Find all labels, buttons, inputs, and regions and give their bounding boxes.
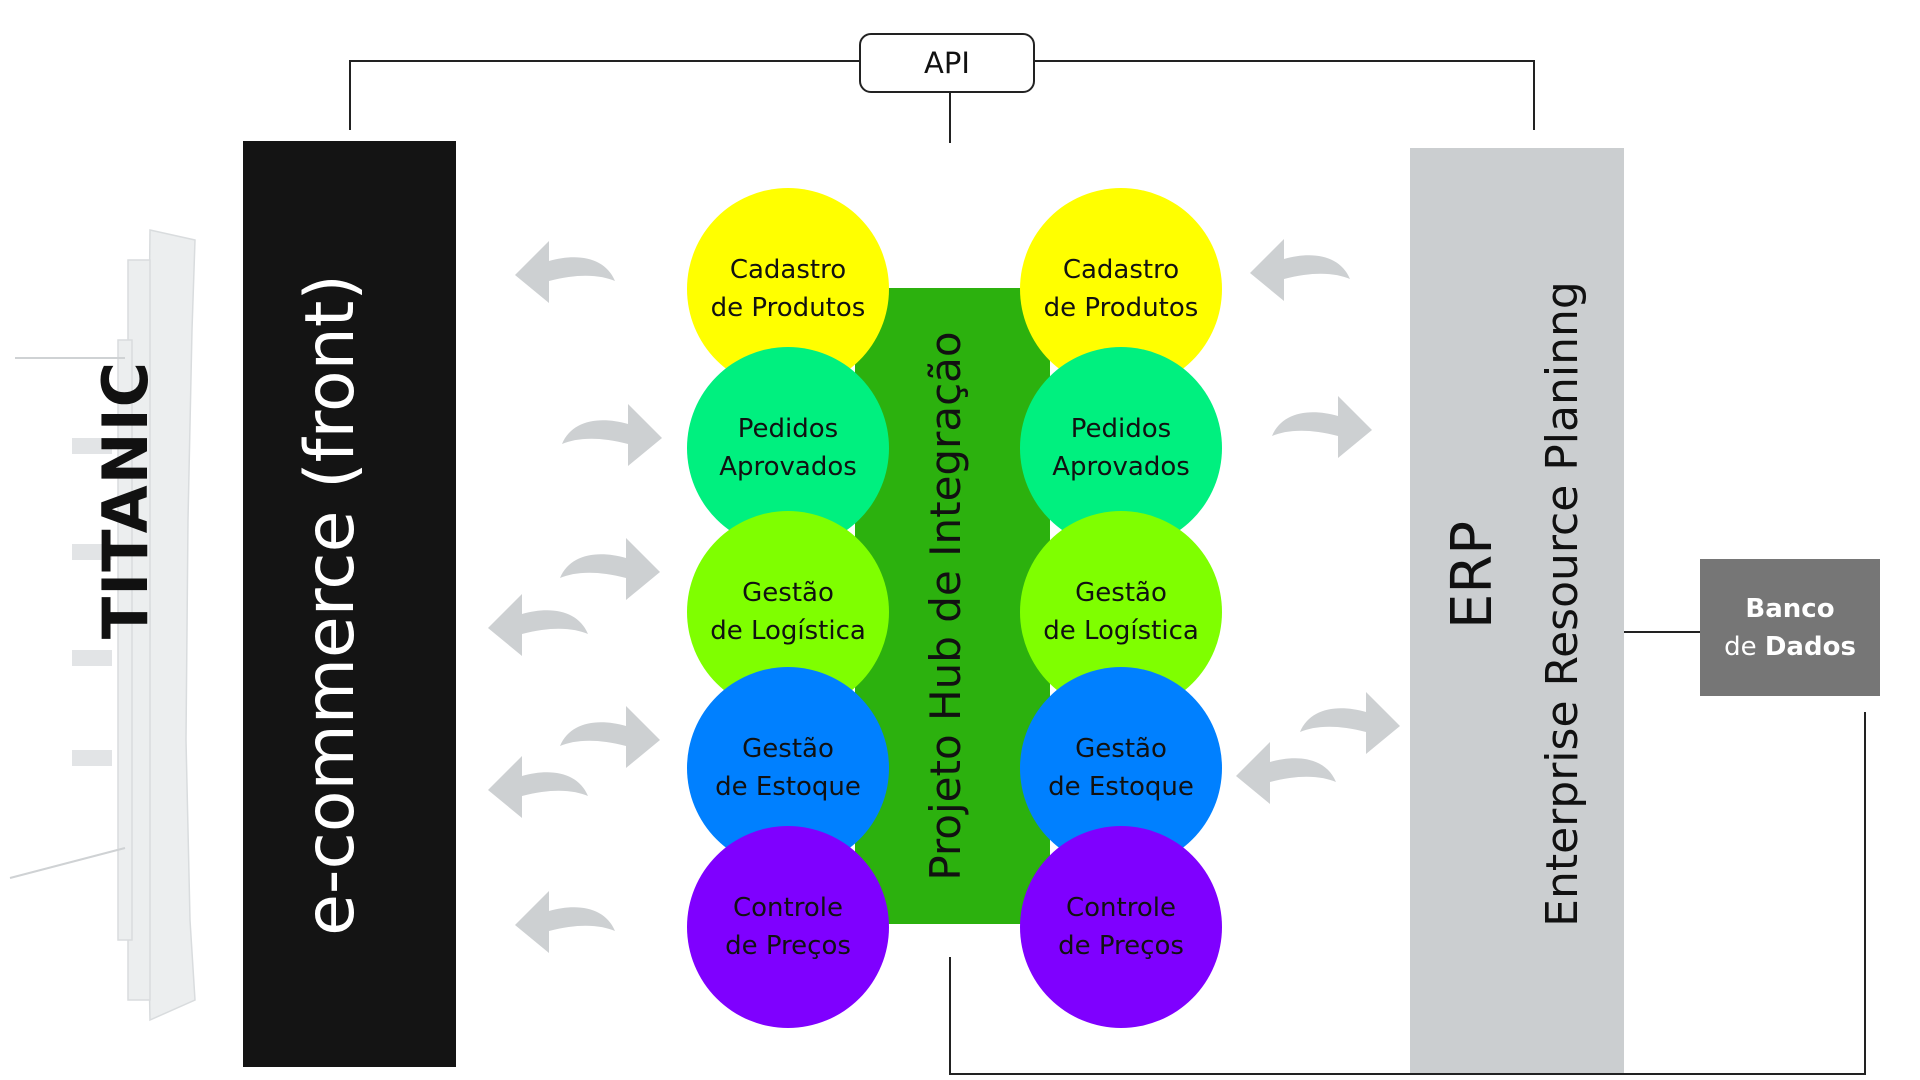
- ecommerce-front-panel: [243, 141, 456, 1067]
- titanic-label: TITANIC: [88, 360, 162, 640]
- database-label-line1: Banco: [1745, 593, 1835, 624]
- database-box: Banco de Dados: [1700, 559, 1880, 696]
- module-left-controle-precos: Controle de Preços: [687, 826, 889, 1028]
- module-right-pedidos-aprovados: Pedidos Aprovados: [1020, 347, 1222, 549]
- hub-to-database-line: [949, 712, 1866, 1075]
- database-label-line2: de Dados: [1724, 631, 1856, 662]
- api-to-ecommerce-line: [349, 60, 859, 130]
- erp-panel: [1410, 148, 1624, 1073]
- api-box: API: [859, 33, 1035, 93]
- titanic-ship-image: [9, 229, 196, 1022]
- api-to-erp-line: [1031, 60, 1535, 130]
- module-right-controle-precos: Controle de Preços: [1020, 826, 1222, 1028]
